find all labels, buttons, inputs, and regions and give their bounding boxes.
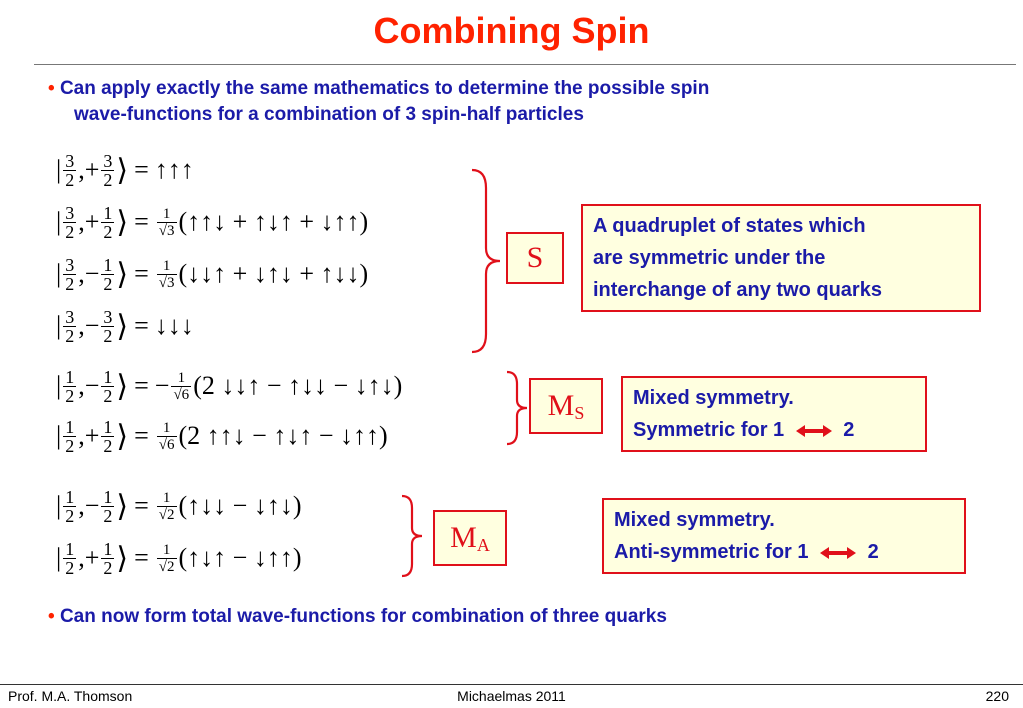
bullet-conclusion: • Can now form total wave-functions for … [48,604,667,630]
bullet-marker: • [48,78,55,99]
slide-title: Combining Spin [373,10,650,51]
bullet-marker: • [48,606,55,627]
footer-page-number: 220 [985,688,1009,704]
symmetric-desc-line2: are symmetric under the [593,247,826,269]
brace-mixed-antisymmetric [401,494,423,578]
symmetric-label: S [526,241,544,274]
mixed-symmetric-desc-line1: Mixed symmetry. [633,387,794,409]
mixed-antisymmetric-label-box: MA [433,510,507,566]
double-arrow-icon [820,546,857,559]
mixed-symmetric-desc-line2: Symmetric for 1 2 [633,419,855,441]
footer-divider [0,684,1023,685]
mixed-antisymmetric-label: MA [450,520,490,555]
spin-combination: (2 ↑↑↓ − ↑↓↑ − ↓↑↑) [178,421,388,450]
double-arrow-icon [795,424,832,437]
spin-combination: (↑↑↓ + ↑↓↑ + ↓↑↑) [178,207,369,236]
mixed-symmetric-label: MS [547,388,585,423]
prefactor-fraction: 1√6 [156,419,177,453]
prefactor-fraction: 1√2 [156,541,177,575]
symmetric-description-box: A quadruplet of states which are symmetr… [581,204,981,312]
prefactor-fraction: 1√3 [156,205,177,239]
prefactor-fraction: 1√3 [156,257,177,291]
mixed-symmetric-label-box: MS [529,378,603,434]
spin-combination: ↓↓↓ [154,311,194,340]
spin-combination: ↑↑↑ [154,155,194,184]
spin-combination: (↑↓↑ − ↓↑↑) [178,543,302,572]
mixed-antisymmetric-description-box: Mixed symmetry. Anti-symmetric for 1 2 [602,498,966,574]
bullet-intro-line2: wave-functions for a combination of 3 sp… [74,104,584,125]
prefactor-fraction: 1√2 [156,489,177,523]
title-divider [34,64,1016,65]
brace-mixed-symmetric [506,370,528,446]
symmetric-desc-line1: A quadruplet of states which [593,215,866,237]
brace-quadruplet [471,168,501,354]
footer-term: Michaelmas 2011 [457,688,566,704]
spin-combination: (↓↓↑ + ↓↑↓ + ↑↓↓) [178,259,369,288]
mixed-antisymmetric-desc-line1: Mixed symmetry. [614,509,775,531]
mixed-symmetric-description-box: Mixed symmetry. Symmetric for 1 2 [621,376,927,452]
bullet-conclusion-text: Can now form total wave-functions for co… [59,606,667,627]
prefactor-fraction: 1√6 [171,369,192,403]
mixed-antisymmetric-desc-line2: Anti-symmetric for 1 2 [614,541,879,563]
bullet-intro: • Can apply exactly the same mathematics… [48,76,709,128]
spin-combination: (↑↓↓ − ↓↑↓) [178,491,302,520]
spin-combination: (2 ↓↓↑ − ↑↓↓ − ↓↑↓) [193,371,403,400]
footer-author: Prof. M.A. Thomson [8,688,133,704]
bullet-intro-line1: Can apply exactly the same mathematics t… [59,78,710,99]
symmetric-desc-line3: interchange of any two quarks [593,279,882,301]
symmetric-label-box: S [506,232,564,284]
